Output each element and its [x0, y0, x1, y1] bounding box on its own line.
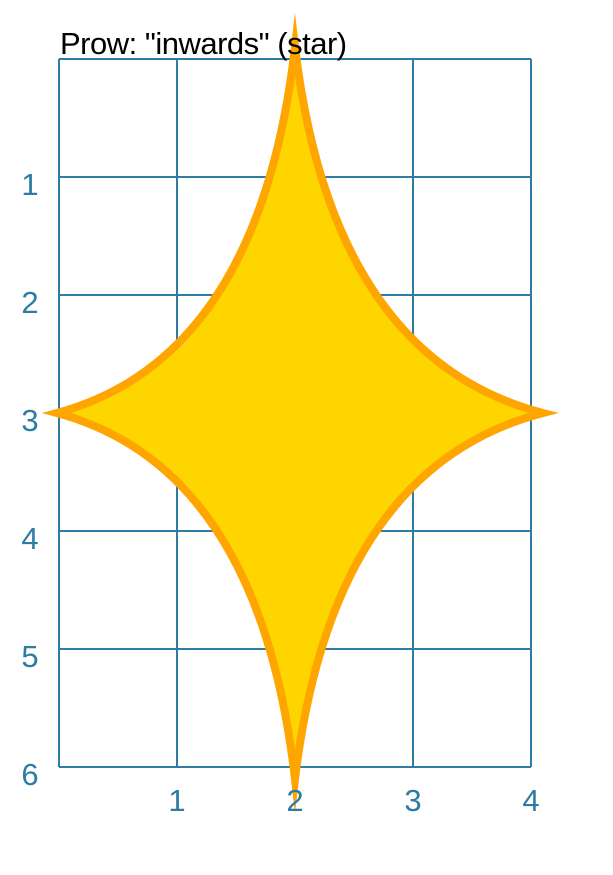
y-tick-label: 2 [21, 285, 38, 320]
x-tick-label: 3 [404, 783, 421, 818]
y-tick-label: 1 [21, 167, 38, 202]
y-tick-label: 3 [21, 403, 38, 438]
diagram-title: Prow: "inwards" (star) [60, 26, 347, 61]
y-tick-label: 6 [21, 757, 38, 792]
y-tick-label: 4 [21, 521, 38, 556]
x-tick-label: 2 [286, 783, 303, 818]
inwards-star-shape [41, 12, 559, 814]
tick-labels: 1 2 3 4 1 2 3 4 5 6 [21, 167, 539, 818]
x-tick-label: 1 [168, 783, 185, 818]
x-tick-label: 4 [522, 783, 539, 818]
y-tick-label: 5 [21, 639, 38, 674]
